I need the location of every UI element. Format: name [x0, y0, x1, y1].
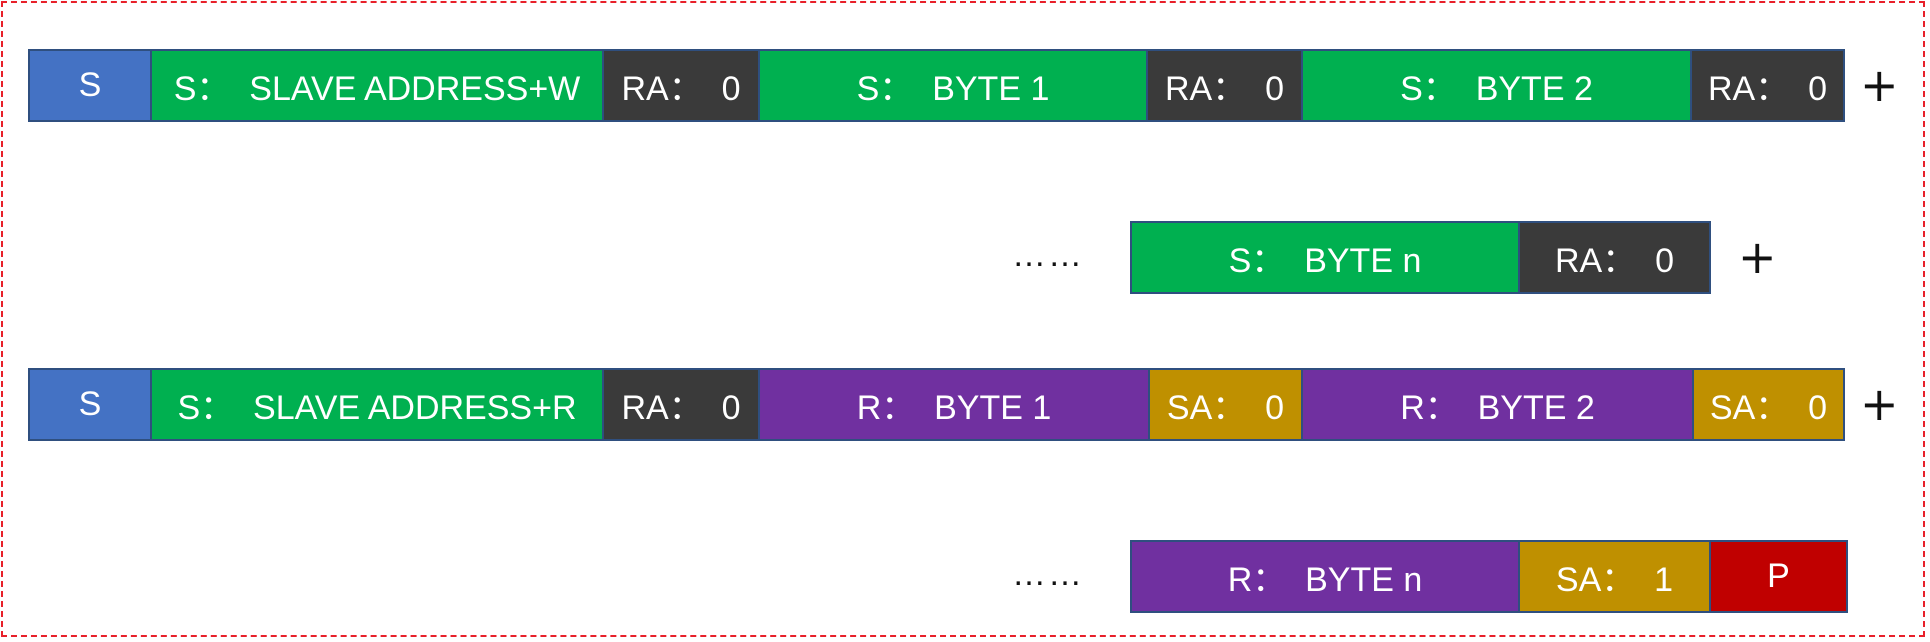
continuation-plus: +: [1738, 230, 1777, 284]
stop-bit: P: [1709, 540, 1848, 613]
start-bit: S: [28, 49, 152, 122]
read-byte-2: R： BYTE 2: [1301, 368, 1694, 441]
slave-address-read: S： SLAVE ADDRESS+R: [150, 368, 604, 441]
read-sequence-row: S S： SLAVE ADDRESS+R RA： 0 R： BYTE 1 SA：…: [28, 368, 1845, 441]
write-continuation-row: S： BYTE n RA： 0: [1130, 221, 1711, 294]
nack-sa-1: SA： 1: [1518, 540, 1711, 613]
send-byte-2: S： BYTE 2: [1301, 49, 1692, 122]
ack-ra-0: RA： 0: [1146, 49, 1303, 122]
ellipsis: ……: [1012, 555, 1084, 593]
ack-ra-0: RA： 0: [1518, 221, 1711, 294]
read-byte-1: R： BYTE 1: [758, 368, 1150, 441]
start-bit: S: [28, 368, 152, 441]
continuation-plus: +: [1860, 377, 1899, 431]
ack-ra-0: RA： 0: [1690, 49, 1845, 122]
read-continuation-row: R： BYTE n SA： 1 P: [1130, 540, 1848, 613]
ack-ra-0: RA： 0: [602, 49, 760, 122]
continuation-plus: +: [1860, 58, 1899, 112]
slave-address-write: S： SLAVE ADDRESS+W: [150, 49, 604, 122]
send-byte-n: S： BYTE n: [1130, 221, 1520, 294]
read-byte-n: R： BYTE n: [1130, 540, 1520, 613]
ack-sa-0: SA： 0: [1692, 368, 1845, 441]
write-sequence-row: S S： SLAVE ADDRESS+W RA： 0 S： BYTE 1 RA：…: [28, 49, 1845, 122]
ellipsis: ……: [1012, 236, 1084, 274]
send-byte-1: S： BYTE 1: [758, 49, 1148, 122]
ack-sa-0: SA： 0: [1148, 368, 1303, 441]
ack-ra-0: RA： 0: [602, 368, 760, 441]
